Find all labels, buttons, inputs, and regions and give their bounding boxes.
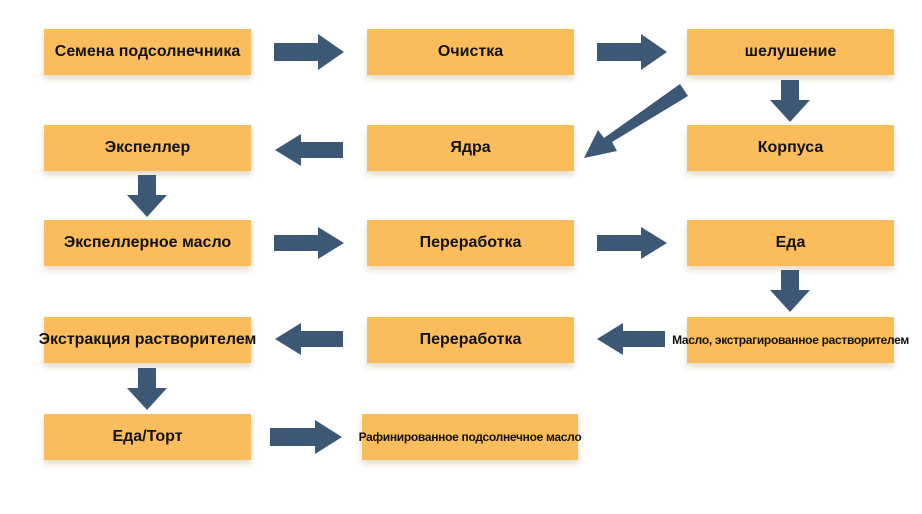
arrow-expeller-oil-to-processing xyxy=(274,227,344,259)
node-processing-1: Переработка xyxy=(367,220,574,266)
node-kernels: Ядра xyxy=(367,125,574,171)
node-label: Экспеллер xyxy=(104,139,191,156)
node-expeller: Экспеллер xyxy=(44,125,251,171)
arrow-expeller-to-expeller-oil xyxy=(127,175,167,217)
node-meal-cake: Еда/Торт xyxy=(44,414,251,460)
node-label: Еда xyxy=(775,234,806,251)
arrow-processing-to-meal xyxy=(597,227,667,259)
node-label: Экспеллерное масло xyxy=(63,234,232,251)
node-solvent-extraction: Экстракция растворителем xyxy=(39,317,256,363)
node-meal: Еда xyxy=(687,220,894,266)
node-sunflower-seeds: Семена подсолнечника xyxy=(44,29,251,75)
node-label: Переработка xyxy=(419,234,522,251)
node-label: Экстракция растворителем xyxy=(38,331,257,348)
node-refined-oil: Рафинированное подсолнечное масло xyxy=(359,414,582,460)
node-hulls: Корпуса xyxy=(687,125,894,171)
node-label: Корпуса xyxy=(757,139,824,156)
node-label: Семена подсолнечника xyxy=(54,43,241,60)
node-label: Переработка xyxy=(419,331,522,348)
node-label: шелушение xyxy=(744,43,837,60)
node-label: Рафинированное подсолнечное масло xyxy=(358,430,582,444)
node-label: Еда/Торт xyxy=(112,428,183,445)
node-processing-2: Переработка xyxy=(367,317,574,363)
arrow-dehulling-to-kernels xyxy=(584,84,688,158)
arrow-meal-to-solvent-oil xyxy=(770,270,810,312)
node-solvent-extracted-oil: Масло, экстрагированное растворителем xyxy=(672,317,909,363)
node-cleaning: Очистка xyxy=(367,29,574,75)
arrow-meal-cake-to-refined-oil xyxy=(270,420,342,454)
arrow-kernels-to-expeller xyxy=(275,134,343,166)
arrow-cleaning-to-dehulling xyxy=(597,34,667,70)
node-dehulling: шелушение xyxy=(687,29,894,75)
node-expeller-oil: Экспеллерное масло xyxy=(44,220,251,266)
arrow-processing-to-solvent-extraction xyxy=(275,323,343,355)
arrow-solvent-oil-to-processing xyxy=(597,323,665,355)
node-label: Очистка xyxy=(437,43,504,60)
node-label: Масло, экстрагированное растворителем xyxy=(672,333,909,347)
arrow-seeds-to-cleaning xyxy=(274,34,344,70)
node-label: Ядра xyxy=(450,139,491,156)
arrow-solvent-extraction-to-meal-cake xyxy=(127,368,167,410)
arrow-dehulling-to-hulls xyxy=(770,80,810,122)
